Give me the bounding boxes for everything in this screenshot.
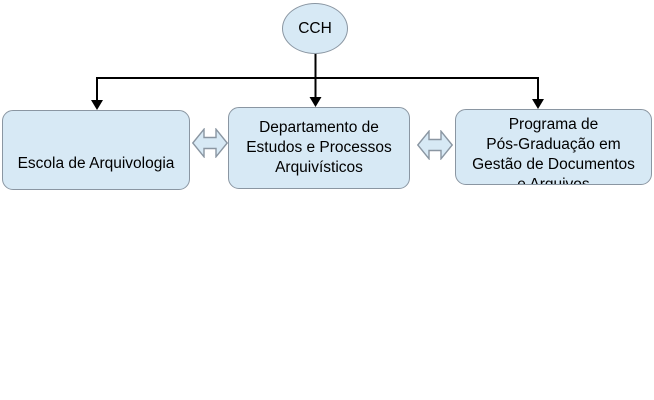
down-arrowhead-right-icon xyxy=(532,99,544,109)
double-arrow-middle-right-icon xyxy=(417,130,453,160)
node-label-line: Departamento de xyxy=(259,119,379,136)
node-label-line: Programa de xyxy=(508,116,599,133)
node-cch: CCH xyxy=(282,3,348,54)
node-label-line: Gestão de Documentos xyxy=(472,156,635,173)
node-label-line-clipped: e Arquivos xyxy=(517,176,590,185)
node-label-line: Estudos e Processos xyxy=(246,139,392,156)
down-arrowhead-middle-icon xyxy=(309,97,322,107)
node-departamento-estudos-processos: Departamento de Estudos e Processos Arqu… xyxy=(228,107,410,189)
node-label-line: Pós-Graduação em xyxy=(486,136,621,153)
node-escola-de-arquivologia: Escola de Arquivologia xyxy=(2,110,190,190)
node-programa-pos-graduacao: Programa de Pós-Graduação em Gestão de D… xyxy=(455,109,652,185)
node-label-line: Arquivísticos xyxy=(275,159,363,176)
node-label-line: Escola de Arquivologia xyxy=(17,155,175,172)
down-arrowhead-left-icon xyxy=(91,100,103,110)
node-cch-label: CCH xyxy=(298,19,332,37)
double-arrow-left-middle-icon xyxy=(192,128,228,158)
